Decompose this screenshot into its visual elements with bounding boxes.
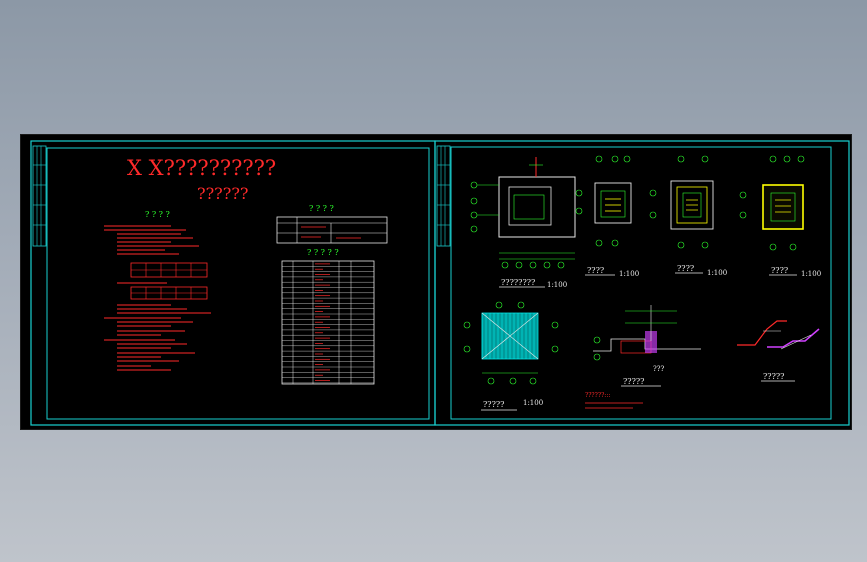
plan3-scale: 1:100	[707, 269, 727, 277]
notes-mini-table-2	[130, 286, 208, 300]
drawing-canvas: X X?????????? ?????? ? ? ? ?	[30, 140, 850, 426]
design-notes-text-lines	[104, 225, 199, 255]
schedule-table-2	[281, 260, 375, 385]
plan2-label: ????	[587, 266, 604, 275]
section-view: ??? ????? ??????:::	[585, 305, 701, 409]
plan4-label: ????	[771, 266, 788, 275]
left-sheet-title: X X??????????	[127, 156, 276, 180]
roof-plan-label: ?????	[483, 400, 504, 409]
floor-plan-4: ???? 1:100	[739, 155, 821, 278]
main-floor-plan: ???????? 1:100	[470, 157, 576, 289]
table2-heading: ? ? ? ? ?	[307, 248, 339, 257]
floor-plan-2: ???? 1:100	[575, 155, 639, 278]
roof-plan: ????? 1:100	[463, 301, 559, 411]
plan2-scale: 1:100	[619, 270, 639, 278]
cad-model-viewport[interactable]: X X?????????? ?????? ? ? ? ?	[20, 134, 852, 430]
plan3-label: ????	[677, 264, 694, 273]
notes-mini-table-1	[130, 262, 208, 278]
right-sheet-inner-frame	[450, 146, 832, 420]
table1-heading: ? ? ? ?	[309, 204, 334, 213]
schedule-table-1	[276, 216, 388, 244]
left-sheet-subtitle: ??????	[197, 184, 248, 203]
main-plan-label: ????????	[501, 278, 535, 287]
section-note: ??????:::	[585, 392, 610, 399]
floor-plan-3: ???? 1:100	[649, 155, 727, 277]
right-drawing-sheet: ???????? 1:100 ???? 1:100	[434, 140, 850, 426]
roof-plan-scale: 1:100	[523, 399, 543, 407]
left-drawing-sheet: X X?????????? ?????? ? ? ? ?	[30, 140, 436, 426]
main-plan-scale: 1:100	[547, 281, 567, 289]
plan4-scale: 1:100	[801, 270, 821, 278]
design-notes-text-lines-3	[104, 304, 211, 371]
detail-label: ?????	[763, 372, 784, 381]
pipe-detail: ?????	[737, 320, 820, 382]
left-sheet-inner-frame	[46, 147, 430, 420]
left-binding-strip-lines	[33, 146, 46, 246]
section-tag: ???	[653, 365, 665, 373]
right-binding-strip	[436, 145, 451, 247]
left-binding-strip	[32, 145, 47, 247]
section-label: ?????	[623, 377, 644, 386]
notes-heading: ? ? ? ?	[145, 210, 170, 219]
right-sheet-border	[434, 140, 850, 426]
